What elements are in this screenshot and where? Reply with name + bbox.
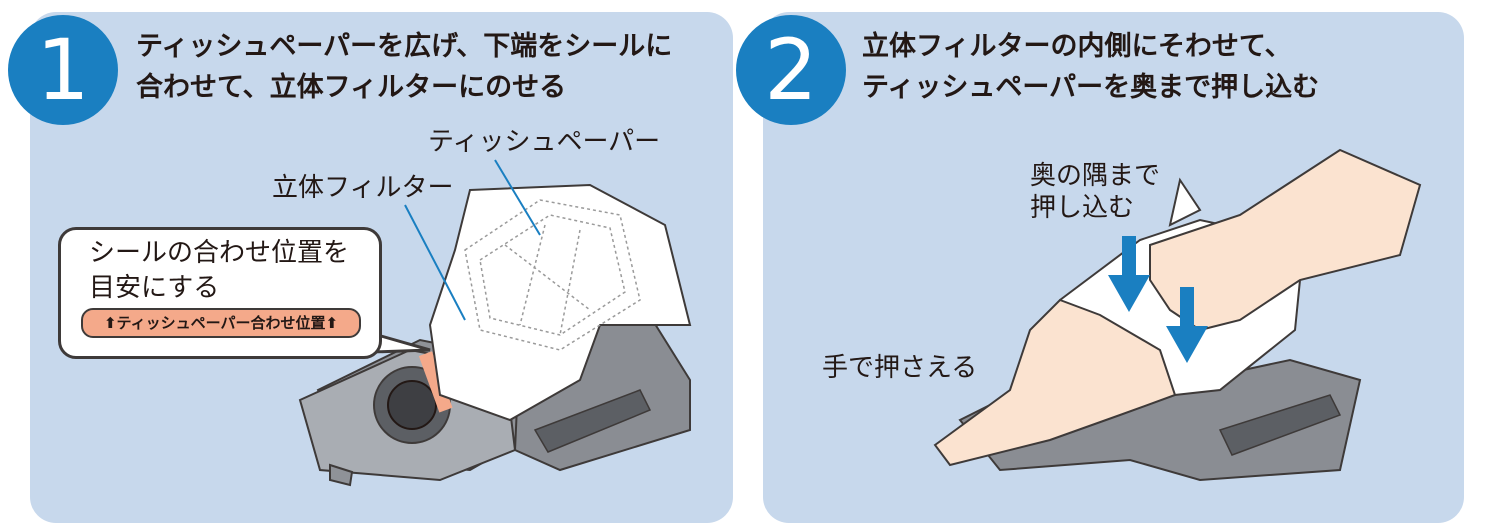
up-arrow-icon: ⬆ xyxy=(103,314,117,332)
filter-case-illustration xyxy=(298,159,692,487)
push-label: 奥の隅まで 押し込む xyxy=(1030,160,1160,224)
hands-illustration xyxy=(933,148,1422,482)
hold-label: 手で押さえる xyxy=(822,353,978,383)
step2-title: 立体フィルターの内側にそわせて、 ティッシュペーパーを奥まで押し込む xyxy=(862,26,1319,108)
up-arrow-icon: ⬆ xyxy=(325,314,339,332)
sticker-callout: シールの合わせ位置を 目安にする ⬆ティッシュペーパー合わせ位置⬆ xyxy=(58,227,382,359)
step1-number-badge: 1 xyxy=(8,15,118,125)
step1-title-line2: 合わせて、立体フィルターにのせる xyxy=(136,72,567,103)
step1-number: 1 xyxy=(36,21,90,119)
callout-text: シールの合わせ位置を 目安にする xyxy=(89,236,349,306)
callout-line2: 目安にする xyxy=(89,273,220,303)
step2-title-line1: 立体フィルターの内側にそわせて、 xyxy=(862,31,1292,62)
step1-title: ティッシュペーパーを広げ、下端をシールに 合わせて、立体フィルターにのせる xyxy=(136,26,672,108)
sticker-label: ティッシュペーパー合わせ位置 xyxy=(116,314,326,332)
alignment-sticker: ⬆ティッシュペーパー合わせ位置⬆ xyxy=(81,308,361,338)
step2-title-line2: ティッシュペーパーを奥まで押し込む xyxy=(862,72,1320,103)
filter-label: 立体フィルター xyxy=(272,173,454,203)
tissue-label: ティッシュペーパー xyxy=(428,127,661,157)
step2-number: 2 xyxy=(764,21,818,119)
step1-title-line1: ティッシュペーパーを広げ、下端をシールに xyxy=(136,31,673,62)
callout-line1: シールの合わせ位置を xyxy=(89,238,350,268)
push-label-line1: 奥の隅まで xyxy=(1030,161,1161,191)
step2-number-badge: 2 xyxy=(736,15,846,125)
push-label-line2: 押し込む xyxy=(1030,193,1135,223)
